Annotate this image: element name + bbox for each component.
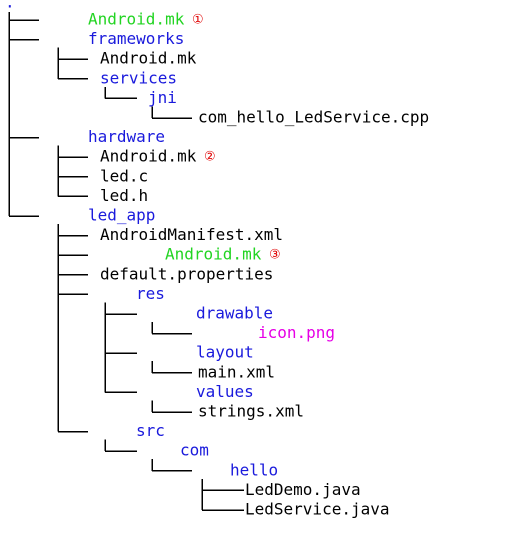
tree-node-file-label: LedService.java	[245, 500, 390, 519]
tree-node-file-label: LedDemo.java	[245, 480, 361, 499]
tree-node-directory-label: frameworks	[88, 29, 184, 48]
tree-node-file-label: strings.xml	[198, 402, 304, 421]
tree-node-file-label: Android.mk	[100, 147, 197, 166]
circled-number-marker: ②	[204, 150, 216, 165]
tree-node-directory-label: jni	[148, 88, 177, 107]
tree-node-directory-label: res	[136, 284, 165, 303]
tree-node-file-label: AndroidManifest.xml	[100, 225, 283, 244]
circled-number-marker: ①	[192, 13, 204, 28]
tree-node-directory-label: hello	[230, 460, 278, 479]
tree-node-directory-label: values	[196, 382, 254, 401]
tree-connectors	[8, 12, 244, 511]
tree-node-makefile-label: Android.mk	[88, 10, 185, 29]
tree-root-label: .	[5, 0, 15, 12]
tree-node-directory-label: services	[100, 68, 177, 87]
tree-node-file-label: Android.mk	[100, 49, 197, 68]
tree-node-directory-label: drawable	[196, 304, 273, 323]
tree-node-directory-label: led_app	[88, 206, 155, 225]
tree-node-directory-label: layout	[196, 343, 254, 362]
tree-node-file-label: main.xml	[198, 362, 275, 381]
tree-node-directory-label: hardware	[88, 127, 165, 146]
tree-node-file-label: led.h	[100, 186, 148, 205]
tree-node-file-label: led.c	[100, 166, 148, 185]
tree-node-directory-label: com	[180, 441, 209, 460]
tree-node-file-label: com_hello_LedService.cpp	[198, 108, 429, 127]
tree-node-icon_file-label: icon.png	[258, 323, 335, 342]
tree-node-directory-label: src	[136, 421, 165, 440]
circled-number-marker: ③	[269, 248, 281, 263]
tree-node-makefile-label: Android.mk	[165, 245, 262, 264]
tree-node-file-label: default.properties	[100, 264, 273, 283]
